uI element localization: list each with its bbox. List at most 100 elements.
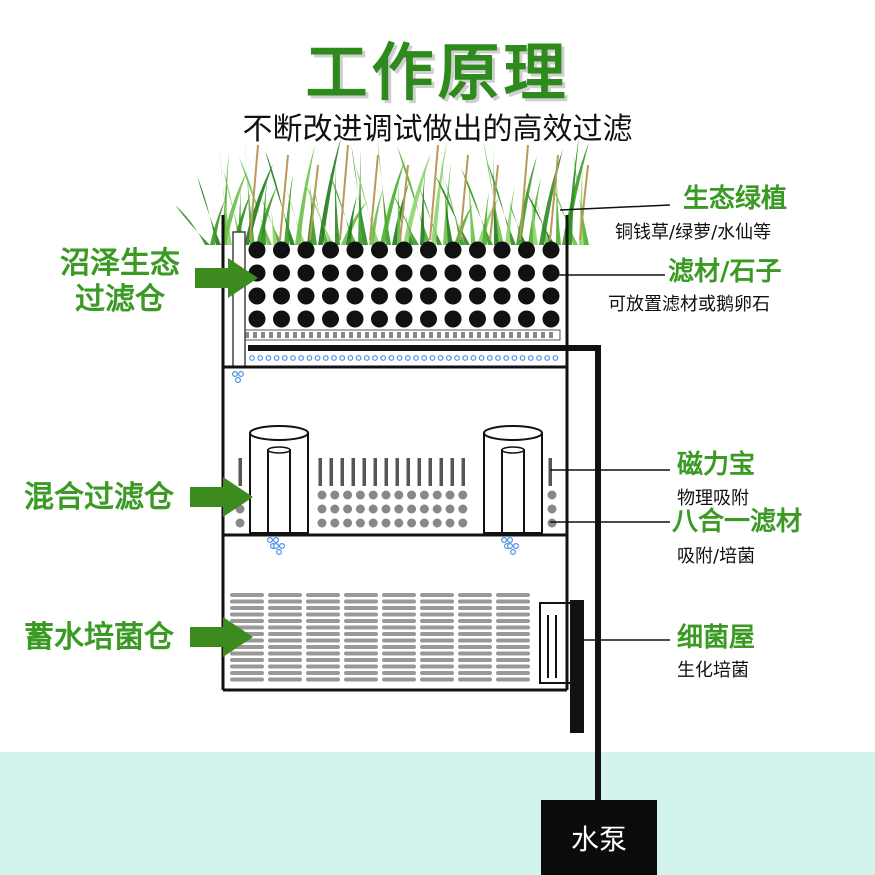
bio-bar — [382, 651, 416, 656]
bio-bar — [268, 612, 302, 617]
flower-stem — [579, 164, 589, 241]
mesh-slot — [437, 332, 441, 338]
bio-bar — [382, 638, 416, 643]
grass-blade — [420, 170, 425, 245]
pellet — [469, 310, 486, 328]
pellet — [493, 264, 511, 282]
bio-bar — [420, 671, 454, 675]
bio-bar — [496, 599, 530, 604]
label-eight-in-one: 八合一滤材 — [672, 507, 803, 537]
bio-bar — [496, 651, 530, 656]
grass-blade — [445, 180, 465, 245]
magnet-bar — [340, 458, 344, 486]
drip-icons-mid — [267, 536, 519, 555]
mesh-slot — [541, 332, 545, 338]
pellet — [395, 287, 413, 305]
grass-blade — [528, 178, 541, 245]
bio-bar — [382, 632, 416, 636]
water-drop — [544, 355, 551, 361]
drop — [238, 371, 245, 378]
grass-blade — [369, 189, 383, 245]
bio-bar — [458, 606, 492, 610]
flower-stem — [309, 164, 319, 241]
mesh-slot — [477, 332, 481, 338]
drop — [267, 536, 274, 543]
pellet — [395, 241, 413, 259]
mesh-slot — [485, 332, 489, 338]
media-ring — [317, 504, 327, 514]
bio-bar — [230, 619, 264, 623]
media-ring — [458, 518, 468, 528]
pellet — [248, 287, 266, 305]
bio-bar — [230, 664, 264, 669]
mesh-slot — [317, 332, 321, 338]
label-storage-chamber: 蓄水培菌仓 — [24, 620, 174, 655]
bio-bar — [496, 677, 530, 682]
mesh-slot — [301, 332, 305, 338]
flower-stem — [549, 154, 559, 241]
grass-blade — [562, 142, 589, 245]
media-ring — [343, 504, 353, 514]
bio-bar — [306, 651, 340, 656]
pellet — [297, 310, 315, 328]
pellet — [444, 241, 462, 259]
water-drop — [347, 355, 354, 361]
water-drop — [322, 355, 329, 361]
pellet — [493, 310, 511, 328]
bio-bar — [382, 619, 416, 623]
pellet — [444, 310, 462, 328]
mesh-slot — [461, 332, 465, 338]
pellet — [297, 241, 315, 259]
bio-bar — [230, 599, 264, 604]
bio-bar — [382, 612, 416, 617]
bio-bar — [458, 619, 492, 623]
water-drop — [454, 355, 460, 361]
magnet-media — [238, 458, 552, 486]
bio-bar — [306, 645, 340, 649]
bio-bar — [344, 606, 378, 610]
pellet — [493, 241, 511, 259]
grass-blade — [493, 144, 499, 245]
mesh-slot — [549, 332, 553, 338]
grass-blade — [309, 162, 317, 245]
media-ring — [419, 490, 429, 500]
filter-cylinder-right — [483, 425, 543, 534]
pellet — [371, 310, 388, 328]
bio-bar — [344, 612, 378, 617]
drop — [510, 548, 517, 555]
media-ring — [381, 490, 391, 500]
water-drop — [290, 355, 296, 361]
water-drop — [536, 355, 542, 361]
bio-bar — [344, 677, 378, 682]
grass-blade — [525, 190, 555, 245]
flower-stem — [249, 144, 259, 241]
grass-blade — [329, 172, 357, 245]
grass-blade — [358, 148, 363, 245]
drip-icon — [232, 371, 245, 384]
mesh-slot — [349, 332, 353, 338]
mesh-slot — [389, 332, 393, 338]
water-drops-top — [249, 355, 559, 361]
bio-bar — [268, 658, 302, 662]
grass-blade — [482, 192, 489, 245]
pellet — [420, 310, 437, 328]
bio-bar — [420, 658, 454, 662]
bio-bar — [458, 612, 492, 617]
pellet — [297, 264, 315, 282]
pellet — [542, 241, 560, 259]
magnet-bar — [373, 458, 377, 486]
bio-bar — [496, 664, 530, 669]
flower-stem — [339, 144, 349, 241]
media-ring — [394, 504, 404, 514]
bio-bar — [268, 606, 302, 610]
bio-bar — [420, 677, 454, 682]
bio-bar — [306, 599, 340, 604]
water-drop — [413, 355, 419, 361]
grass-blade — [238, 188, 243, 245]
pellet — [346, 287, 364, 305]
bio-bar — [382, 625, 416, 630]
magnet-bar — [329, 458, 333, 486]
bio-bar — [268, 632, 302, 636]
bio-bar — [420, 619, 454, 623]
grass-blade — [355, 165, 380, 245]
